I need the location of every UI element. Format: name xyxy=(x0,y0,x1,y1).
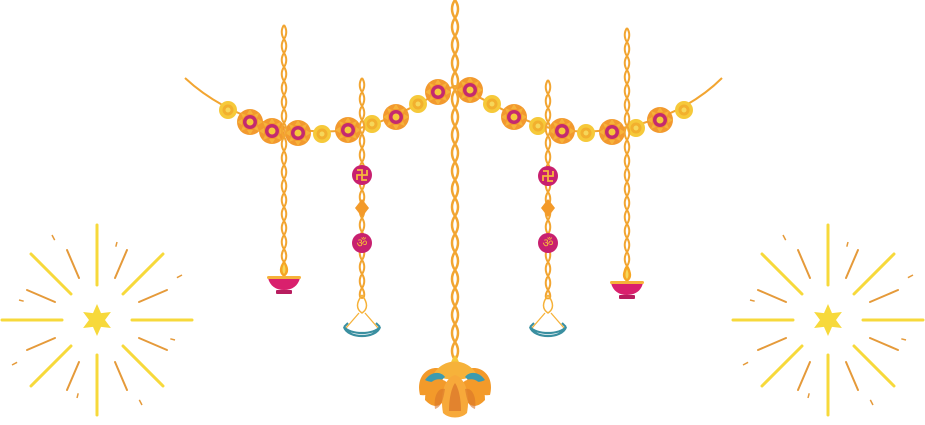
left-outer-diya-strand xyxy=(267,24,301,294)
marigold-flower-icon xyxy=(425,79,451,105)
om-icon: ॐ xyxy=(352,233,372,253)
right-inner-symbol-strand: ॐ xyxy=(528,79,568,338)
swastika-icon xyxy=(352,165,372,185)
lotus-diya-icon xyxy=(419,355,491,418)
swastika-icon xyxy=(538,166,558,186)
marigold-flower-icon xyxy=(219,101,237,119)
left-inner-symbol-strand: ॐ xyxy=(342,77,382,338)
right-diya-icon xyxy=(610,265,644,299)
marigold-flower-icon xyxy=(313,125,331,143)
marigold-flower-icon xyxy=(363,115,381,133)
svg-text:ॐ: ॐ xyxy=(543,236,554,250)
marigold-flower-icon xyxy=(647,107,673,133)
marigold-flower-icon xyxy=(285,120,311,146)
right-sparkle-icon xyxy=(731,223,925,417)
marigold-flower-icon xyxy=(675,101,693,119)
marigold-flower-icon xyxy=(483,95,501,113)
right-outer-diya-strand xyxy=(610,27,644,299)
marigold-flower-icon xyxy=(549,118,575,144)
marigold-flower-icon xyxy=(409,95,427,113)
right-crescent-hanger-icon xyxy=(528,294,568,338)
left-crescent-hanger-icon xyxy=(342,294,382,338)
diamond-bead-icon xyxy=(355,199,369,217)
marigold-garland xyxy=(184,77,723,146)
left-sparkle-icon xyxy=(0,223,194,417)
marigold-flower-icon xyxy=(335,117,361,143)
marigold-flower-icon xyxy=(529,117,547,135)
marigold-flower-icon xyxy=(577,124,595,142)
svg-text:ॐ: ॐ xyxy=(357,236,368,250)
om-icon: ॐ xyxy=(538,233,558,253)
marigold-flower-icon xyxy=(599,119,625,145)
diamond-bead-icon xyxy=(541,199,555,217)
marigold-flower-icon xyxy=(383,104,409,130)
left-diya-icon xyxy=(267,260,301,294)
center-hanging-strand xyxy=(450,0,460,370)
marigold-flower-icon xyxy=(457,77,483,103)
marigold-flower-icon xyxy=(501,104,527,130)
